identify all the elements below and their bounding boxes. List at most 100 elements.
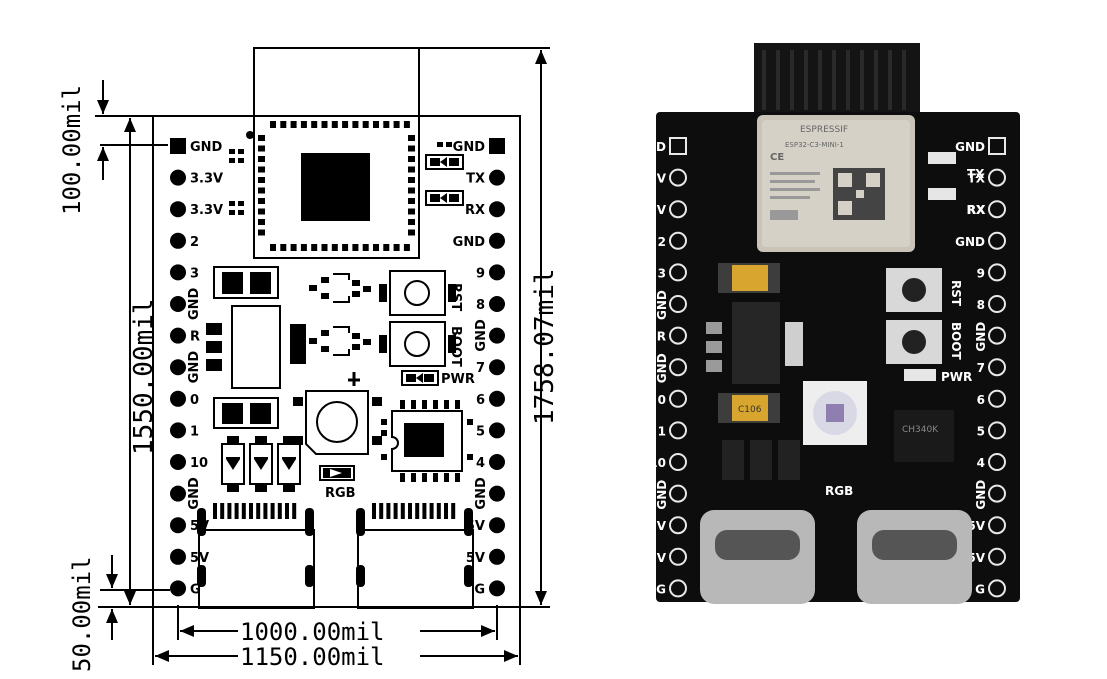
- photo-left-pin-pad: [669, 421, 687, 440]
- photo-tantalum-cap-top: [718, 263, 780, 293]
- photo-usb-chip-label: CH340K: [902, 425, 939, 435]
- left-pin-label: 2: [190, 235, 199, 250]
- photo-left-pin-pad: [669, 547, 687, 566]
- right-pin-pad: [489, 296, 505, 312]
- right-pin-label: 6: [476, 393, 485, 408]
- photo-left-pin-label: 5V: [648, 551, 666, 565]
- right-pin-pad: [489, 517, 505, 534]
- pwr-led-footprint: [401, 370, 439, 386]
- photo-left-pin-pad: [669, 389, 687, 408]
- right-pin-label: GND: [453, 140, 486, 155]
- left-pin-label: 3.3V: [190, 203, 223, 218]
- photo-left-pin-pad: [669, 516, 687, 535]
- dim-bottom-offset: 50.00mil: [68, 556, 96, 672]
- photo-left-pin-label: 0: [658, 393, 666, 407]
- antenna-outline: [253, 47, 420, 117]
- rgb-led-footprint: [293, 372, 382, 455]
- left-pin-label: G: [190, 582, 201, 597]
- right-pin-pad: [489, 138, 505, 154]
- photo-right-pin-pad: [988, 547, 1006, 566]
- photo-pwr-label: PWR: [941, 370, 972, 384]
- usb-serial-chip-footprint: [381, 400, 473, 482]
- left-pin-label: GND: [187, 477, 202, 510]
- right-pin-label: 7: [476, 361, 485, 376]
- photo-right-pin-pad: [988, 421, 1006, 440]
- left-pin-label: GND: [187, 287, 202, 320]
- left-pin-label: 1: [190, 424, 199, 439]
- photo-right-pin-pad: [988, 200, 1006, 219]
- dim-board-width: 1150.00mil: [240, 643, 385, 671]
- photo-right-pin-label: GND: [974, 480, 988, 510]
- right-pin-label: 4: [476, 456, 485, 471]
- photo-module-brand: ESPRESSIF: [800, 125, 848, 135]
- dim-board-height: 1550.00mil: [129, 298, 159, 455]
- photo-left-pin-label: 10: [649, 456, 666, 470]
- right-pin-label: 9: [476, 266, 485, 281]
- left-pin-pad: [170, 296, 186, 312]
- photo-right-pin-label: GND: [974, 322, 988, 352]
- photo-right-pin-label: 4: [977, 456, 985, 470]
- left-pin-pad: [170, 548, 186, 565]
- rx-led-footprint: [425, 190, 464, 206]
- photo-right-pin-pad: [988, 516, 1006, 535]
- photo-right-pin-pad: [988, 358, 1006, 377]
- photo-left-pin-label: G: [656, 582, 666, 596]
- photo-right-pin-label: RX: [967, 203, 986, 217]
- photo-left-pin-pad: [669, 295, 687, 313]
- boot-label: BOOT: [448, 326, 463, 367]
- right-pin-pad: [489, 359, 505, 376]
- left-pin-label: 10: [190, 456, 208, 471]
- right-pin-label: 5: [476, 424, 485, 439]
- rgb-diode-footprint: [319, 465, 355, 481]
- left-pin-pad: [170, 485, 186, 502]
- right-pin-pad: [489, 201, 505, 218]
- left-pin-label: R: [190, 330, 200, 345]
- photo-pwr-led: [904, 369, 936, 381]
- right-pin-pad: [489, 390, 505, 407]
- photo-diodes: [722, 440, 800, 480]
- right-pin-label: RX: [465, 203, 485, 218]
- right-pin-label: GND: [474, 477, 489, 510]
- rst-button-footprint: [379, 270, 456, 316]
- right-pin-pad: [489, 485, 505, 502]
- usb-c-connector-right: [356, 503, 474, 609]
- left-pin-label: 0: [190, 393, 199, 408]
- photo-right-pin-pad: [988, 231, 1006, 250]
- left-pin-label: 3: [190, 266, 199, 281]
- right-pin-label: GND: [453, 235, 486, 250]
- photo-right-pin-pad: [988, 453, 1006, 471]
- photo-rx-led: [928, 188, 956, 200]
- right-pin-label: TX: [466, 172, 485, 187]
- photo-regulator: [706, 302, 803, 384]
- photo-right-pin-label: 6: [977, 393, 985, 407]
- rgb-label: RGB: [325, 486, 356, 501]
- photo-right-pin-pad: [988, 579, 1006, 598]
- photo-left-pin-pad: [669, 168, 687, 187]
- photo-ce-mark: CE: [770, 152, 784, 163]
- photo-rgb-led: [803, 381, 867, 445]
- right-pin-pad: [489, 232, 505, 249]
- right-pin-pad: [489, 422, 505, 439]
- photo-rst-button: [886, 268, 942, 312]
- dim-top-offset: 100.00mil: [58, 85, 86, 215]
- photo-right-pin-pad: [988, 326, 1006, 345]
- photo-left-pin-label: GND: [636, 140, 666, 154]
- right-pin-label: 5V: [466, 551, 485, 566]
- photo-left-pin-pad: [669, 137, 687, 155]
- photo-right-pin-label: TX: [968, 172, 986, 186]
- left-pin-pad: [170, 580, 186, 597]
- left-pin-label: GND: [187, 351, 202, 384]
- right-pin-pad: [489, 264, 505, 281]
- photo-left-pin-pad: [669, 231, 687, 250]
- photo-left-pin-label: 5V: [648, 519, 666, 533]
- tx-led-footprint: [425, 154, 464, 170]
- dim-pin-spacing: 1000.00mil: [240, 618, 385, 646]
- right-pin-label: 8: [476, 298, 485, 313]
- photo-left-pin-pad: [669, 484, 687, 503]
- photo-left-pin-pad: [669, 453, 687, 471]
- photo-left-pin-pad: [669, 358, 687, 377]
- left-pin-pad: [170, 517, 186, 534]
- photo-right-pin-label: 7: [977, 361, 985, 375]
- left-pin-pad: [170, 169, 186, 186]
